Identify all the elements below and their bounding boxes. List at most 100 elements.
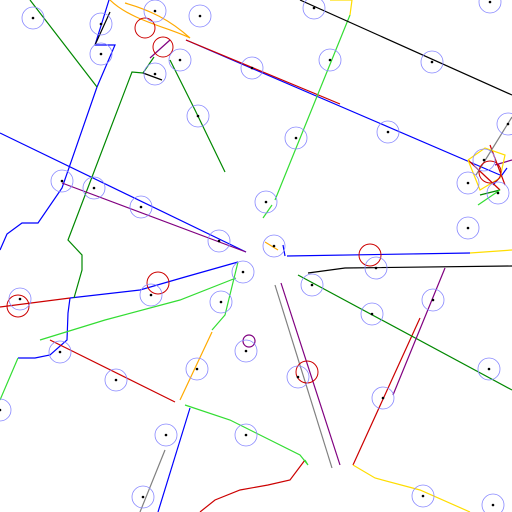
marker-node (143, 0, 167, 23)
marker-circle (284, 126, 308, 150)
marker-dot (99, 22, 103, 26)
blue-route-3 (69, 261, 239, 299)
marker-node (48, 340, 72, 364)
gray-route-2 (139, 449, 166, 512)
marker-node (254, 190, 278, 214)
marker-dot (60, 179, 64, 183)
marker-node (477, 357, 501, 381)
blue-route-2 (0, 0, 116, 251)
marker-dot (466, 226, 470, 230)
bright-green-route-7 (477, 189, 501, 206)
marker-node (89, 42, 113, 66)
marker-node (8, 287, 32, 311)
marker-node (300, 273, 324, 297)
marker-circle (129, 195, 153, 219)
marker-node (168, 48, 192, 72)
red-route-4 (352, 317, 421, 466)
marker-dot (431, 298, 435, 302)
bright-green-route-5 (184, 404, 309, 466)
marker-circle (421, 288, 445, 312)
red-route-3 (185, 39, 341, 105)
marker-dot (114, 378, 118, 382)
highlight-rings (6, 17, 502, 384)
black-route-4 (142, 72, 163, 81)
marker-node (0, 398, 12, 422)
marker-dot (99, 52, 103, 56)
marker-dot (244, 349, 248, 353)
marker-circle (8, 287, 32, 311)
marker-dot (195, 367, 199, 371)
marker-circle (0, 398, 12, 422)
bright-green-route-2 (262, 204, 273, 219)
marker-circle (376, 120, 400, 144)
yellow-routes (330, 0, 512, 512)
marker-circle (371, 386, 395, 410)
marker-node (481, 493, 505, 512)
marker-dot (374, 266, 378, 270)
marker-node (472, 148, 496, 172)
marker-circle (143, 0, 167, 23)
marker-node (129, 195, 153, 219)
marker-dot (31, 16, 35, 20)
marker-circle (286, 365, 310, 389)
marker-node (302, 0, 326, 20)
marker-dot (0, 408, 2, 412)
marker-circle (154, 423, 178, 447)
marker-circle (486, 181, 510, 205)
marker-circle (185, 357, 209, 381)
marker-circle (89, 42, 113, 66)
marker-node (360, 302, 384, 326)
marker-dot (312, 6, 316, 10)
marker-dot (488, 0, 492, 4)
marker-circle (420, 50, 444, 74)
marker-circle (186, 104, 210, 128)
yellow-route-1 (330, 0, 353, 16)
marker-circle (456, 216, 480, 240)
marker-node (131, 485, 155, 509)
marker-node (284, 126, 308, 150)
marker-node (456, 171, 480, 195)
blue-route-1 (0, 132, 247, 253)
green-route-1 (29, 0, 98, 88)
marker-dot (244, 433, 248, 437)
marker-circle (234, 339, 258, 363)
marker-circle (48, 340, 72, 364)
marker-dot (482, 158, 486, 162)
marker-dot (294, 136, 298, 140)
marker-circle (472, 148, 496, 172)
marker-node (209, 290, 233, 314)
marker-dot (198, 14, 202, 18)
marker-dot (466, 181, 470, 185)
marker-circle (104, 368, 128, 392)
purple-route-2 (280, 282, 341, 466)
marker-circle (254, 190, 278, 214)
green-route-4 (297, 274, 512, 391)
bright-green-route-3 (39, 277, 237, 341)
marker-node (21, 6, 45, 30)
orange-routes (109, 0, 279, 401)
marker-circle (21, 6, 45, 30)
marker-node (456, 216, 480, 240)
marker-node (478, 0, 502, 14)
marker-circle (302, 0, 326, 20)
marker-node (89, 12, 113, 36)
gray-routes (139, 116, 512, 512)
black-routes (94, 0, 512, 274)
orange-route-2 (179, 331, 213, 401)
marker-dot (141, 495, 145, 499)
marker-dot (496, 191, 500, 195)
marker-node (421, 288, 445, 312)
marker-dot (164, 433, 168, 437)
red-route-1 (0, 297, 71, 308)
red-route-6 (489, 144, 506, 186)
marker-dot (153, 72, 157, 76)
green-route-3 (169, 59, 226, 173)
gray-route-3 (475, 116, 512, 176)
marker-dot (430, 60, 434, 64)
marker-circle (496, 112, 512, 136)
yellow-route-4 (467, 147, 506, 191)
marker-node (234, 339, 258, 363)
marker-circle (360, 302, 384, 326)
